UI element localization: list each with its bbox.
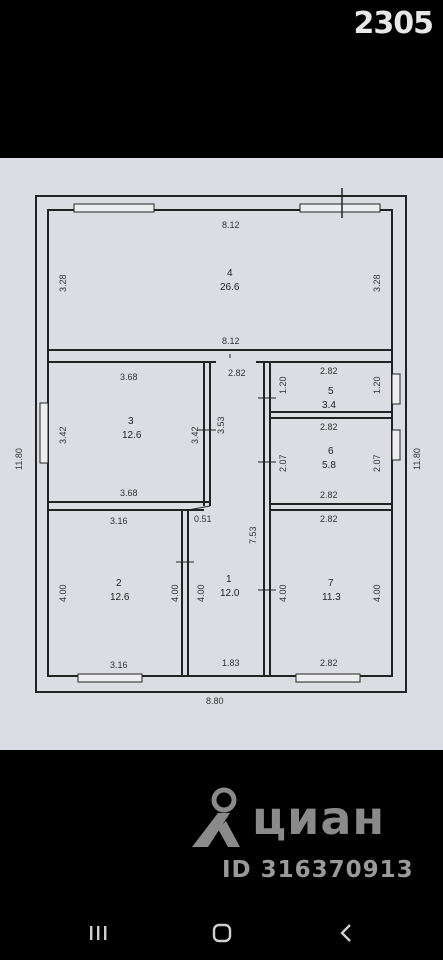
dim-r6-top: 2.82: [320, 422, 338, 432]
dim-r2-left: 4.00: [58, 584, 68, 602]
dim-corridor-side: 3.53: [216, 416, 226, 434]
room-2-number: 2: [116, 578, 122, 589]
room-6-number: 6: [328, 446, 334, 457]
room-7-number: 7: [328, 578, 334, 589]
dim-corridor-length: 7.53: [248, 526, 258, 544]
window: [299, 203, 381, 213]
window: [39, 402, 49, 464]
android-nav-bar: [0, 905, 443, 960]
dim-r3-top: 3.68: [120, 372, 138, 382]
dim-r4-right: 3.28: [372, 274, 382, 292]
dim-r5-right: 1.20: [372, 376, 382, 394]
dim-r7-right: 4.00: [372, 584, 382, 602]
room-4-area: 26.6: [220, 282, 240, 293]
dim-hall-height: 4.00: [196, 584, 206, 602]
dim-hall-top: 2.82: [228, 368, 246, 378]
dim-right-height: 11.80: [412, 448, 422, 470]
window: [391, 373, 401, 405]
outer-wall-inner: [47, 209, 393, 677]
room-3-number: 3: [128, 416, 134, 427]
dim-top-width: 8.12: [222, 220, 240, 230]
dim-r7-top: 2.82: [320, 514, 338, 524]
dim-r6-right: 2.07: [372, 454, 382, 472]
dim-r6-bottom: 2.82: [320, 490, 338, 500]
window: [391, 429, 401, 461]
dim-r3-left: 3.42: [58, 426, 68, 444]
dim-r7-bottom: 2.82: [320, 658, 338, 668]
dim-hall-bottom: 1.83: [222, 658, 240, 668]
home-button[interactable]: [202, 921, 242, 945]
cian-logo-icon: [192, 787, 240, 847]
back-button[interactable]: [326, 921, 366, 945]
window: [77, 673, 143, 683]
recents-button[interactable]: [78, 921, 118, 945]
room-6-area: 5.8: [322, 460, 336, 471]
dim-r3-right: 3.42: [190, 426, 200, 444]
dim-r3-bottom: 3.68: [120, 488, 138, 498]
dim-bottom-width: 8.80: [206, 696, 224, 706]
window: [295, 673, 361, 683]
image-counter: 2305: [353, 6, 434, 41]
watermark: циан ID 316370913: [0, 785, 443, 895]
watermark-brand: циан: [252, 791, 386, 845]
dim-corridor-width: 0.51: [194, 514, 212, 524]
floor-plan-drawing: 8.12 8.80 11.80 11.80 4 26.6 8.12 3.28 3…: [14, 188, 422, 706]
room-4-number: 4: [227, 268, 233, 279]
dim-r2-top: 3.16: [110, 516, 128, 526]
room-5-number: 5: [328, 386, 334, 397]
room-1-area: 12.0: [220, 588, 240, 599]
room-7-area: 11.3: [322, 592, 341, 603]
outer-wall-outer: [35, 195, 407, 693]
dim-r6-left: 2.07: [278, 454, 288, 472]
dim-r4-bottom: 8.12: [222, 336, 240, 346]
window: [73, 203, 155, 213]
floor-plan-image[interactable]: 8.12 8.80 11.80 11.80 4 26.6 8.12 3.28 3…: [0, 158, 443, 750]
room-5-area: 3.4: [322, 400, 336, 411]
dim-left-height: 11.80: [14, 448, 24, 470]
back-icon: [340, 924, 351, 942]
dim-r5-left: 1.20: [278, 376, 288, 394]
dim-r4-left: 3.28: [58, 274, 68, 292]
dim-r7-left: 4.00: [278, 584, 288, 602]
recents-icon: [90, 926, 107, 940]
home-icon: [212, 923, 232, 943]
dim-r5-top: 2.82: [320, 366, 338, 376]
room-1-number: 1: [226, 574, 232, 585]
dim-r2-bottom: 3.16: [110, 660, 128, 670]
watermark-listing-id: ID 316370913: [222, 857, 414, 883]
room-2-area: 12.6: [110, 592, 130, 603]
dim-r2-right: 4.00: [170, 584, 180, 602]
room-3-area: 12.6: [122, 430, 142, 441]
